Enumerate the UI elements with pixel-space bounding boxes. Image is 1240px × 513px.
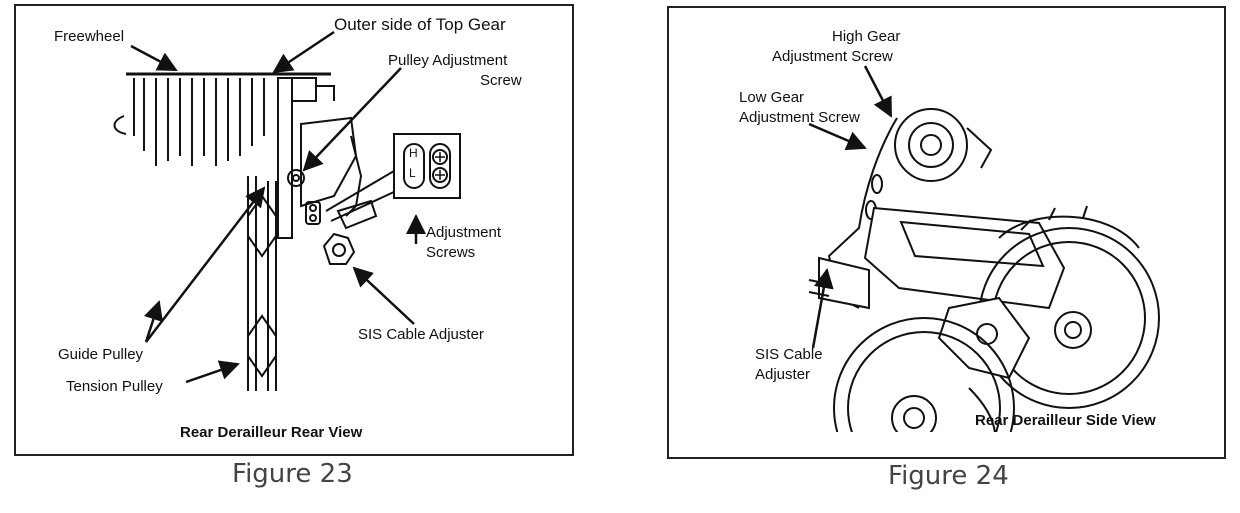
low-gear-label-line1: Low Gear xyxy=(739,89,805,106)
figure-23-title: Rear Derailleur Rear View xyxy=(180,424,363,441)
figure-24-caption: Figure 24 xyxy=(888,461,1009,491)
inset-h-mark: H xyxy=(409,146,418,160)
rear-view-drawing xyxy=(113,30,461,391)
outer-side-top-gear-label: Outer side of Top Gear xyxy=(334,15,506,34)
figure-23-panel: Freewheel Outer side of Top Gear Pulley … xyxy=(14,4,574,456)
low-gear-label-line2: Adjustment Screw xyxy=(739,109,860,126)
adjustment-screws-label-line2: Screws xyxy=(426,244,476,261)
high-gear-label-line1: High Gear xyxy=(832,28,901,45)
side-view-drawing xyxy=(808,65,1160,432)
pulley-adjustment-label-line1: Pulley Adjustment xyxy=(388,52,508,69)
tension-pulley-label: Tension Pulley xyxy=(66,378,163,395)
freewheel-label: Freewheel xyxy=(54,28,125,45)
adjustment-screws-label-line1: Adjustment xyxy=(426,224,502,241)
figure-24-title: Rear Derailleur Side View xyxy=(975,412,1156,429)
pulley-adjustment-label-line2: Screw xyxy=(480,72,522,89)
figure-24-panel: High Gear Adjustment Screw Low Gear Adju… xyxy=(667,6,1226,459)
figure-23-caption: Figure 23 xyxy=(232,459,353,489)
sis-cable-label-line1: SIS Cable xyxy=(755,346,823,363)
high-gear-label-line2: Adjustment Screw xyxy=(772,48,893,65)
sis-cable-label-line2: Adjuster xyxy=(755,366,811,383)
inset-l-mark: L xyxy=(409,166,416,180)
guide-pulley-label: Guide Pulley xyxy=(58,346,144,363)
sis-cable-adjuster-label: SIS Cable Adjuster xyxy=(358,326,484,343)
